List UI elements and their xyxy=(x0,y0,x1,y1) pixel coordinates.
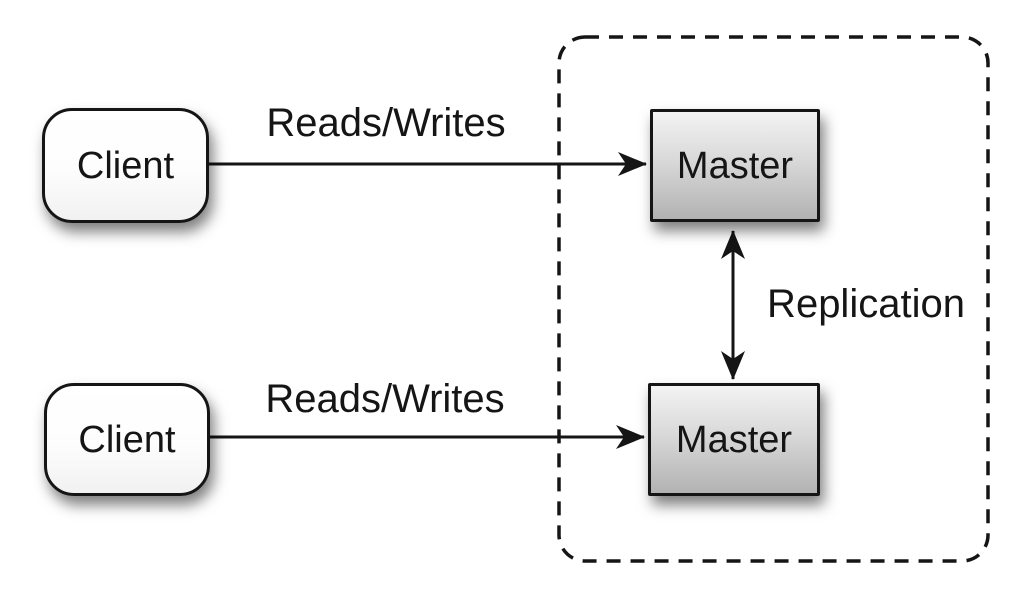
client-node-bottom-label: Client xyxy=(78,418,176,461)
replication-label: Replication xyxy=(767,282,965,326)
client-node-top: Client xyxy=(42,108,209,223)
client-node-top-label: Client xyxy=(76,144,175,187)
reads-writes-label-bottom: Reads/Writes xyxy=(265,377,505,421)
client-node-bottom: Client xyxy=(44,383,210,496)
reads-writes-label-top: Reads/Writes xyxy=(266,101,506,145)
master-node-bottom: Master xyxy=(648,383,820,496)
master-node-top: Master xyxy=(650,109,820,222)
master-node-top-label: Master xyxy=(676,144,794,187)
master-node-bottom-label: Master xyxy=(675,418,793,461)
